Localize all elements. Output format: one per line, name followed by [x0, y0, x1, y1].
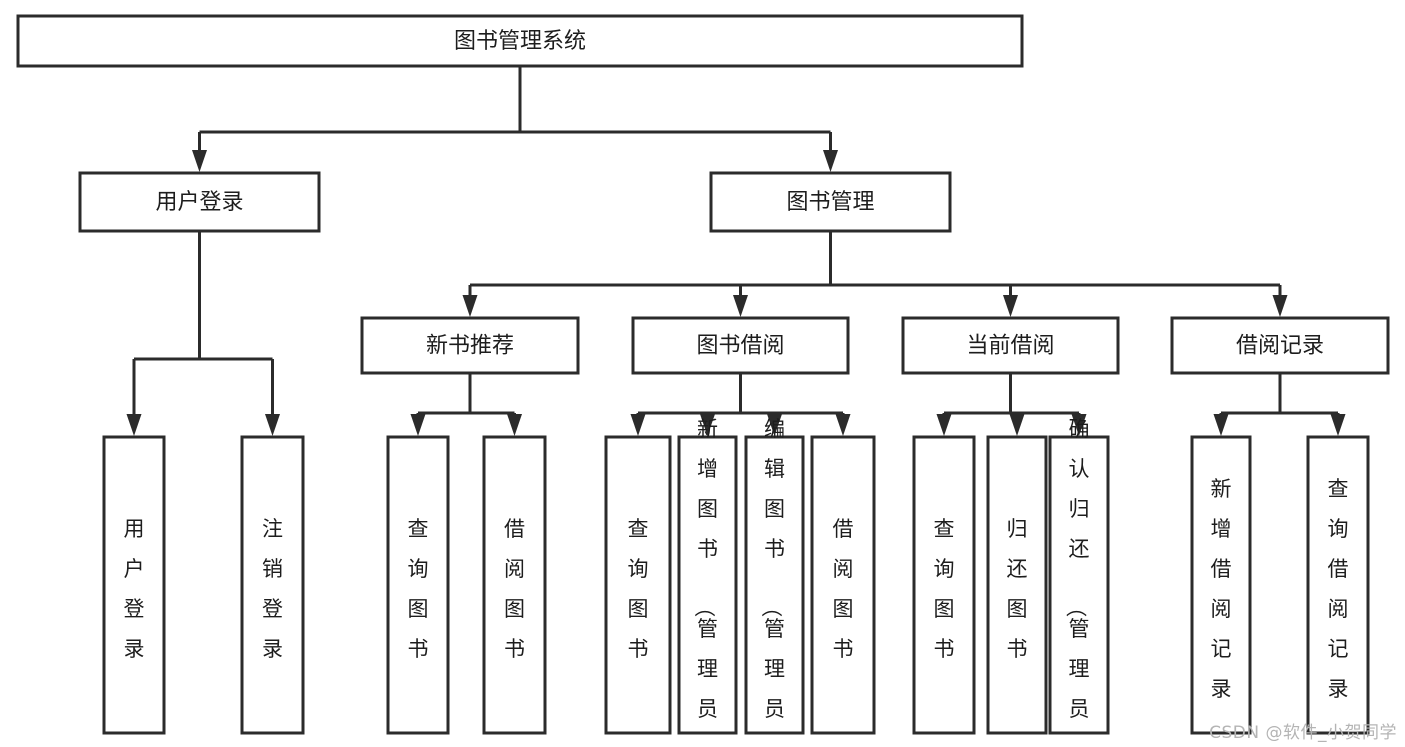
node-box-bookmgmt [709, 171, 952, 233]
node-box-leaf-3 [386, 435, 450, 735]
node-label-leaf-7: 编辑图书（管理员） [759, 417, 785, 747]
edge-group-newbooks [410, 373, 522, 436]
node-label-leaf-12: 新增借阅记录 [1211, 477, 1232, 701]
node-current[interactable]: 当前借阅 [901, 316, 1120, 375]
node-box-leaf-13 [1306, 435, 1370, 735]
node-leaf-11[interactable]: 确认归还（管理员） [1048, 417, 1110, 747]
node-bookmgmt[interactable]: 图书管理 [709, 171, 952, 233]
node-label-newbooks: 新书推荐 [426, 334, 514, 359]
node-leaf-13[interactable]: 查询借阅记录 [1306, 435, 1370, 735]
node-box-leaf-6 [677, 435, 738, 735]
node-box-leaf-4 [482, 435, 547, 735]
node-label-leaf-3: 查询图书 [408, 517, 429, 661]
node-box-leaf-8 [810, 435, 876, 735]
node-root[interactable]: 图书管理系统 [16, 14, 1024, 68]
node-label-bookmgmt: 图书管理 [786, 190, 874, 215]
node-newbooks[interactable]: 新书推荐 [360, 316, 580, 375]
node-box-leaf-5 [604, 435, 672, 735]
edge-layer [126, 66, 1346, 436]
node-box-records [1170, 316, 1390, 375]
edge-group-current [936, 373, 1087, 436]
node-box-leaf-9 [912, 435, 976, 735]
node-box-leaf-10 [986, 435, 1048, 735]
node-leaf-2[interactable]: 注销登录 [240, 435, 305, 735]
node-leaf-8[interactable]: 借阅图书 [810, 435, 876, 735]
node-box-borrow [631, 316, 850, 375]
node-leaf-12[interactable]: 新增借阅记录 [1190, 435, 1252, 735]
node-label-leaf-6: 新增图书（管理员） [692, 417, 718, 747]
watermark-label: CSDN @软件_小贺同学 [1209, 723, 1397, 743]
node-label-leaf-9: 查询图书 [934, 517, 955, 661]
edge-group-borrow [630, 373, 851, 436]
node-leaf-5[interactable]: 查询图书 [604, 435, 672, 735]
node-label-leaf-2: 注销登录 [262, 517, 283, 661]
node-leaf-6[interactable]: 新增图书（管理员） [677, 417, 738, 747]
node-layer: 图书管理系统用户登录图书管理新书推荐图书借阅当前借阅借阅记录用户登录注销登录查询… [16, 14, 1390, 747]
node-label-leaf-8: 借阅图书 [833, 517, 854, 661]
node-label-leaf-1: 用户登录 [124, 517, 145, 661]
node-box-root [16, 14, 1024, 68]
node-box-leaf-7 [744, 435, 805, 735]
node-box-login [78, 171, 321, 233]
edge-group-bookmgmt [462, 231, 1288, 317]
node-box-leaf-12 [1190, 435, 1252, 735]
node-label-leaf-11: 确认归还（管理员） [1064, 417, 1090, 747]
edge-group-records [1213, 373, 1346, 436]
edge-group-root [192, 66, 838, 172]
node-label-leaf-13: 查询借阅记录 [1328, 477, 1349, 701]
node-label-leaf-5: 查询图书 [628, 517, 649, 661]
node-leaf-10[interactable]: 归还图书 [986, 435, 1048, 735]
node-label-borrow: 图书借阅 [696, 334, 784, 359]
node-box-leaf-1 [102, 435, 166, 735]
node-box-leaf-11 [1048, 435, 1110, 735]
node-label-current: 当前借阅 [966, 334, 1054, 359]
node-box-current [901, 316, 1120, 375]
node-box-newbooks [360, 316, 580, 375]
edge-group-login [126, 231, 280, 436]
node-leaf-3[interactable]: 查询图书 [386, 435, 450, 735]
node-leaf-7[interactable]: 编辑图书（管理员） [744, 417, 805, 747]
node-login[interactable]: 用户登录 [78, 171, 321, 233]
node-records[interactable]: 借阅记录 [1170, 316, 1390, 375]
node-label-login: 用户登录 [155, 190, 243, 215]
node-leaf-1[interactable]: 用户登录 [102, 435, 166, 735]
node-label-leaf-10: 归还图书 [1007, 517, 1028, 661]
node-borrow[interactable]: 图书借阅 [631, 316, 850, 375]
node-leaf-4[interactable]: 借阅图书 [482, 435, 547, 735]
node-label-root: 图书管理系统 [454, 29, 586, 54]
node-leaf-9[interactable]: 查询图书 [912, 435, 976, 735]
node-box-leaf-2 [240, 435, 305, 735]
node-label-records: 借阅记录 [1236, 334, 1324, 359]
node-label-leaf-4: 借阅图书 [504, 517, 525, 661]
